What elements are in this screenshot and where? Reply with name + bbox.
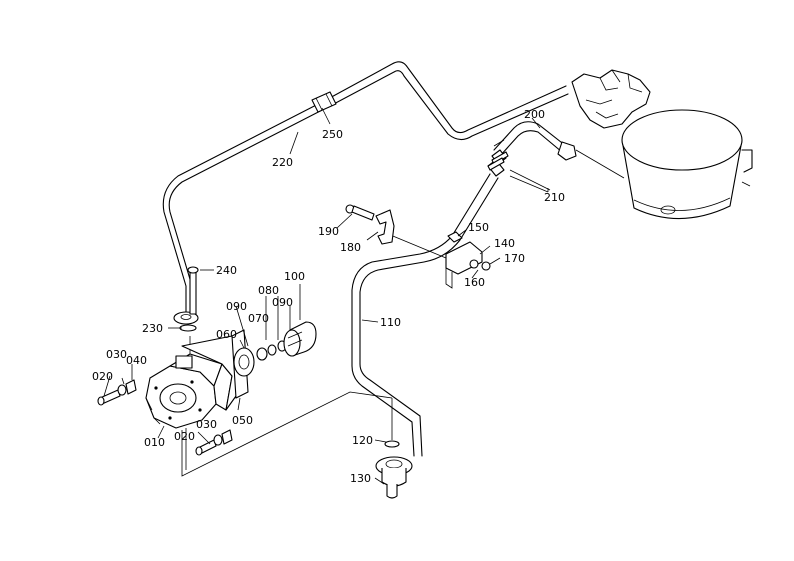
hydraulic-tank <box>571 69 753 220</box>
pipe-bracket <box>387 231 491 289</box>
label-190: 190 <box>318 225 339 238</box>
pipe-clamp <box>345 204 395 245</box>
label-220: 220 <box>272 156 293 169</box>
label-110: 110 <box>380 316 401 329</box>
label-090a: 090 <box>226 300 247 313</box>
label-140: 140 <box>494 237 515 250</box>
coupling-parts <box>231 321 317 399</box>
label-250: 250 <box>322 128 343 141</box>
guide-lines <box>181 391 393 477</box>
label-170: 170 <box>504 252 525 265</box>
hydraulic-pump <box>145 335 245 429</box>
suction-pipe <box>162 61 569 313</box>
label-200: 200 <box>524 108 545 121</box>
return-pipe-200 <box>493 121 625 179</box>
suction-flange <box>173 266 199 356</box>
label-090b: 090 <box>272 296 293 309</box>
label-020a: 020 <box>92 370 113 383</box>
pressure-pipe-110 <box>351 139 507 457</box>
leader-lines <box>103 107 549 485</box>
label-040: 040 <box>126 354 147 367</box>
label-050: 050 <box>232 414 253 427</box>
label-120: 120 <box>352 434 373 447</box>
label-240: 240 <box>216 264 237 277</box>
label-100: 100 <box>284 270 305 283</box>
label-210: 210 <box>544 191 565 204</box>
label-180: 180 <box>340 241 361 254</box>
label-020b: 020 <box>174 430 195 443</box>
part-labels: 250 220 200 210 190 180 150 140 170 160 … <box>92 108 565 485</box>
label-130: 130 <box>350 472 371 485</box>
label-030a: 030 <box>106 348 127 361</box>
label-030b: 030 <box>196 418 217 431</box>
mounting-bolts <box>97 379 233 456</box>
label-150: 150 <box>468 221 489 234</box>
label-080: 080 <box>258 284 279 297</box>
label-160: 160 <box>464 276 485 289</box>
label-230: 230 <box>142 322 163 335</box>
label-010: 010 <box>144 436 165 449</box>
label-070: 070 <box>248 312 269 325</box>
hose-clamps <box>487 151 551 193</box>
label-060: 060 <box>216 328 237 341</box>
banjo-fitting <box>375 398 413 499</box>
